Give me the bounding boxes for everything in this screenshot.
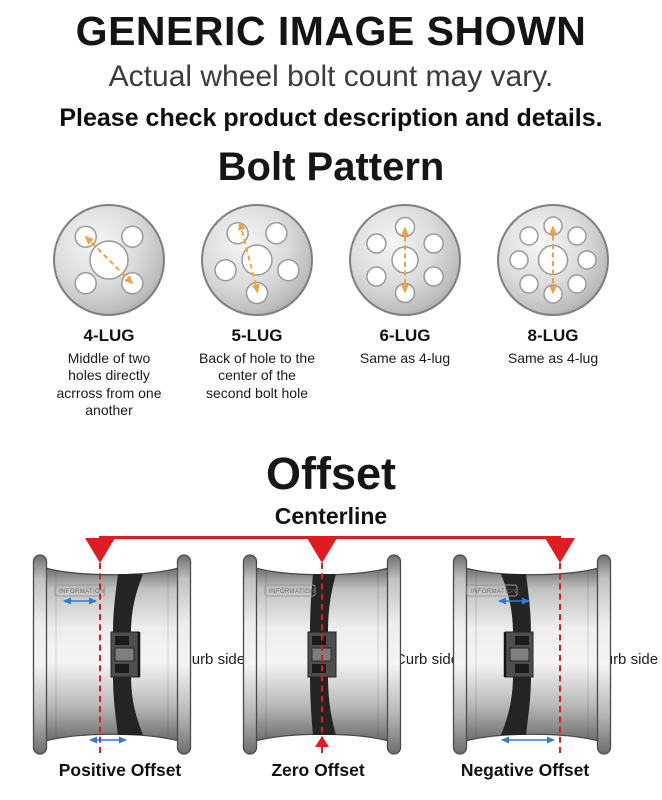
bolt-pattern-item-6lug: 6-LUG Same as 4-lug bbox=[331, 202, 479, 419]
lug-description: Back of hole to the center of the second… bbox=[199, 350, 315, 401]
lug-description: Same as 4-lug bbox=[359, 350, 451, 366]
bolt-pattern-title: Bolt Pattern bbox=[217, 145, 445, 189]
measurement-line bbox=[237, 221, 260, 294]
centerline-label: Centerline bbox=[274, 503, 388, 529]
6-lug-diagram bbox=[349, 204, 461, 316]
centerline-marker-negative bbox=[545, 538, 575, 563]
lug-label: 8-LUG bbox=[527, 326, 579, 345]
5-lug-diagram bbox=[201, 204, 313, 316]
offset-dashed-line-positive bbox=[99, 563, 101, 753]
bolt-pattern-item-4lug: 4-LUG Middle of two holes directly acrro… bbox=[35, 202, 183, 419]
lug-label: 6-LUG bbox=[379, 326, 431, 345]
bolt-pattern-row: 4-LUG Middle of two holes directly acrro… bbox=[0, 202, 662, 419]
offset-distance-arrow-positive bbox=[89, 736, 127, 744]
8-lug-diagram bbox=[497, 204, 609, 316]
lug-description: Same as 4-lug bbox=[507, 350, 599, 366]
curb-side-label: Curb side bbox=[394, 651, 460, 668]
lug-holes bbox=[509, 216, 597, 304]
offset-title: Offset bbox=[265, 448, 396, 499]
backspacing-arrow-positive bbox=[63, 597, 97, 605]
lug-holes bbox=[366, 216, 444, 304]
centerline-marker-zero bbox=[307, 538, 337, 563]
curb-side-label: Curb side bbox=[180, 651, 246, 668]
lug-label: 4-LUG bbox=[83, 326, 135, 345]
bolt-pattern-item-5lug: 5-LUG Back of hole to the center of the … bbox=[183, 202, 331, 419]
subtitle: Actual wheel bolt count may vary. bbox=[108, 60, 554, 93]
backspacing-arrow-negative bbox=[498, 597, 530, 605]
offset-section: Offset Centerline INFOR bbox=[0, 448, 662, 800]
wheel-stamp: INFORMATION bbox=[269, 589, 315, 595]
lug-description: Middle of two holes directly acrross fro… bbox=[56, 350, 162, 419]
measurement-line bbox=[84, 235, 134, 285]
wheel-stamp: INFORMATION bbox=[471, 589, 517, 595]
offset-type-label-positive: Positive Offset bbox=[58, 760, 182, 780]
zero-offset-marker bbox=[315, 736, 329, 747]
4-lug-diagram bbox=[53, 204, 165, 316]
wheel-cross-section-positive: INFORMATION bbox=[32, 554, 192, 755]
centerline-line bbox=[99, 536, 561, 539]
lug-label: 5-LUG bbox=[231, 326, 283, 345]
offset-type-label-zero: Zero Offset bbox=[271, 760, 365, 780]
offset-type-label-negative: Negative Offset bbox=[460, 760, 590, 780]
offset-distance-arrow-negative bbox=[501, 736, 555, 744]
main-title: GENERIC IMAGE SHOWN bbox=[75, 8, 587, 54]
wheel-cross-section-negative: INFORMATION bbox=[452, 554, 612, 755]
offset-dashed-line-negative bbox=[559, 563, 561, 753]
centerline-marker-positive bbox=[85, 538, 115, 563]
wheel-stamp: INFORMATION bbox=[59, 589, 105, 595]
bolt-pattern-item-8lug: 8-LUG Same as 4-lug bbox=[479, 202, 627, 419]
wheel-spoke-face bbox=[110, 574, 143, 735]
offset-dashed-line-zero bbox=[321, 563, 323, 753]
disclaimer-note: Please check product description and det… bbox=[59, 104, 603, 132]
